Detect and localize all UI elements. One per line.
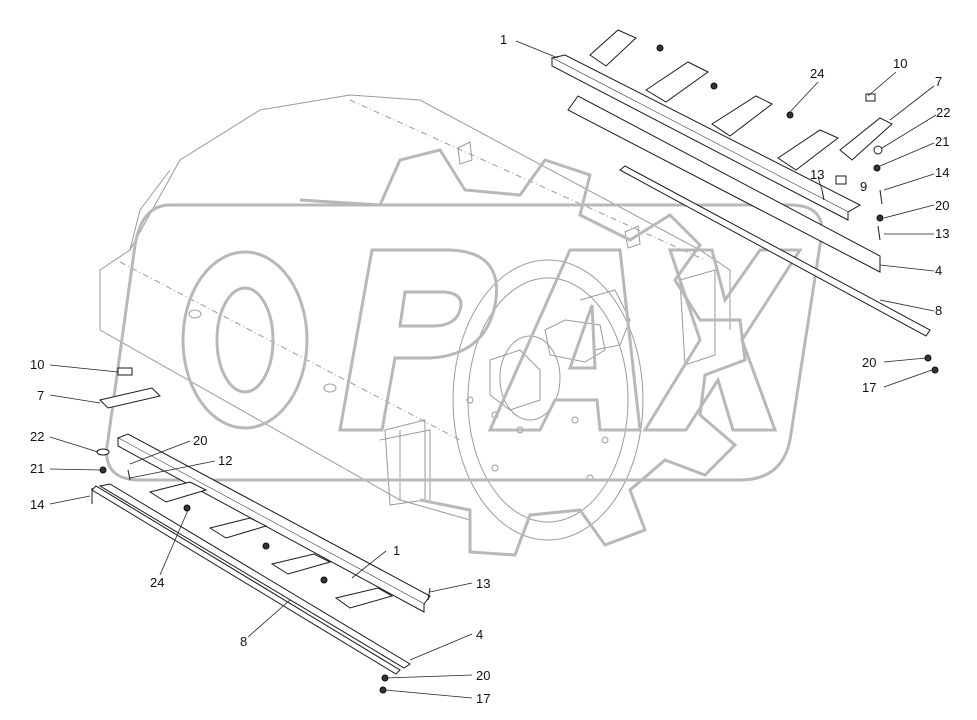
callout-top-1: 1 xyxy=(500,32,507,47)
callout-top-22: 22 xyxy=(936,105,950,120)
callout-top-7: 7 xyxy=(935,74,942,89)
callout-top-13a: 13 xyxy=(810,167,824,182)
callout-bottom-13: 13 xyxy=(476,576,490,591)
callout-bottom-22: 22 xyxy=(30,429,44,444)
callout-top-10: 10 xyxy=(893,56,907,71)
callouts-bottom: 10 7 22 20 21 12 14 1 24 13 8 4 20 17 xyxy=(30,357,490,706)
callout-bottom-17: 17 xyxy=(476,691,490,706)
bottom-tooth-part-7 xyxy=(99,387,161,409)
callout-bottom-14: 14 xyxy=(30,497,44,512)
callout-top-20a: 20 xyxy=(935,198,949,213)
bottom-blade-assembly xyxy=(91,367,431,694)
callout-bottom-20a: 20 xyxy=(193,433,207,448)
callout-bottom-8: 8 xyxy=(240,634,247,649)
top-blade-part-4 xyxy=(567,95,881,273)
bottom-blade-part-4 xyxy=(98,483,411,669)
callout-top-21: 21 xyxy=(935,134,949,149)
callout-top-9: 9 xyxy=(860,179,867,194)
callouts-top: 1 24 10 7 22 21 13 9 14 20 13 4 8 20 17 xyxy=(500,32,950,395)
callout-top-4: 4 xyxy=(935,263,942,278)
top-strip-part-8 xyxy=(619,165,931,337)
opax-watermark xyxy=(105,148,824,557)
callout-top-14: 14 xyxy=(935,165,949,180)
callout-top-17: 17 xyxy=(862,380,876,395)
callout-bottom-7: 7 xyxy=(37,388,44,403)
callout-bottom-20b: 20 xyxy=(476,668,490,683)
callout-bottom-24: 24 xyxy=(150,575,164,590)
top-blade-assembly xyxy=(550,29,939,374)
callout-bottom-4: 4 xyxy=(476,627,483,642)
callout-bottom-10: 10 xyxy=(30,357,44,372)
bottom-strip-part-8 xyxy=(91,485,401,675)
callout-top-8: 8 xyxy=(935,303,942,318)
callout-bottom-12: 12 xyxy=(218,453,232,468)
callout-bottom-21: 21 xyxy=(30,461,44,476)
callout-bottom-1: 1 xyxy=(393,543,400,558)
callout-top-13b: 13 xyxy=(935,226,949,241)
callout-top-20b: 20 xyxy=(862,355,876,370)
top-tooth-part-7 xyxy=(839,117,893,161)
callout-top-24: 24 xyxy=(810,66,824,81)
leader-lines xyxy=(49,40,937,699)
